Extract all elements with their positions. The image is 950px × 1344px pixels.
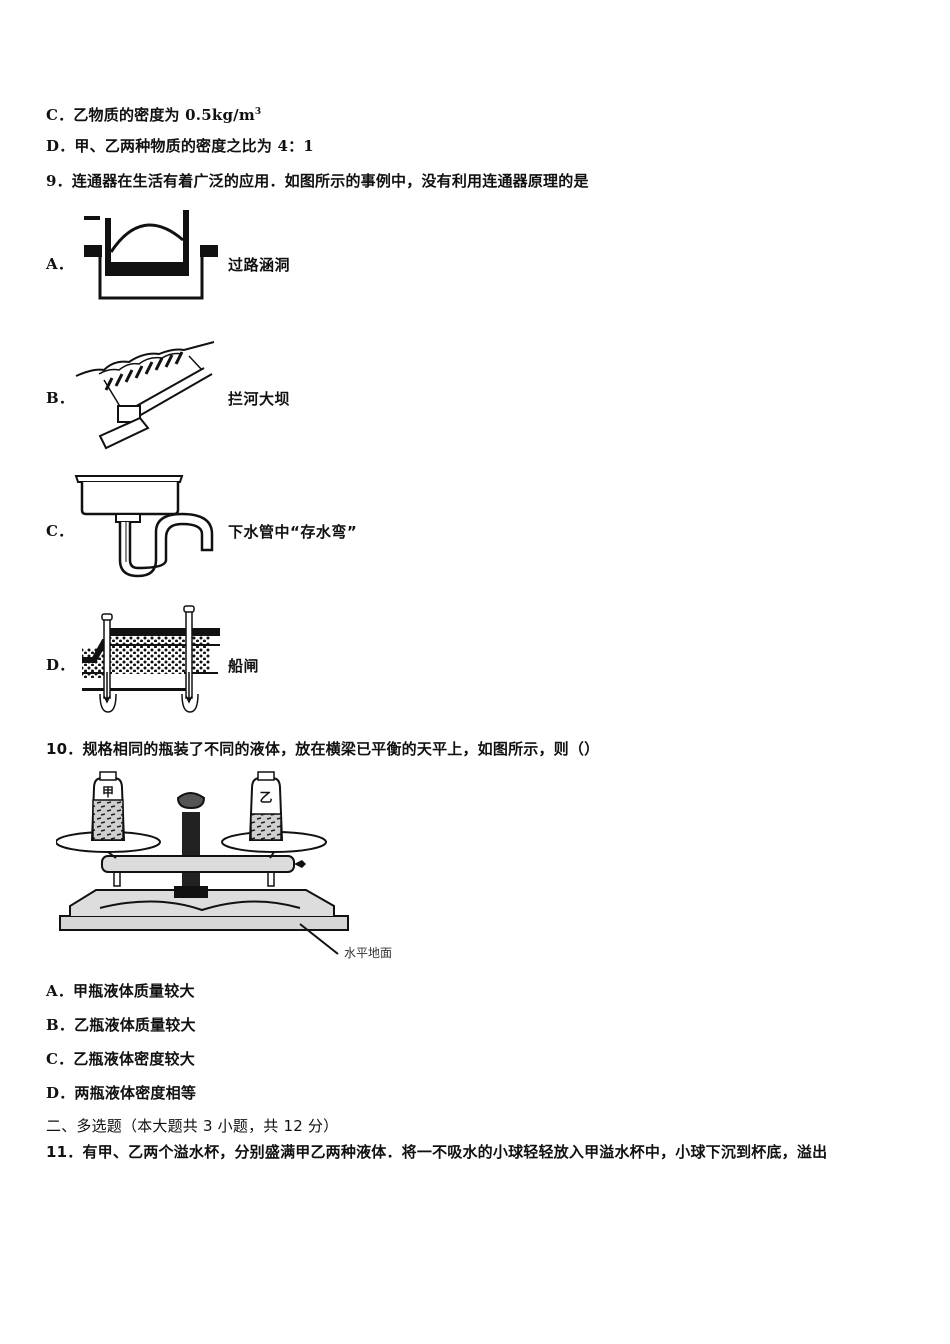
q8-option-c: C．乙物质的密度为 0.5kg/m3 xyxy=(46,102,261,125)
culvert-figure xyxy=(84,210,218,300)
bottle-label-yi: 乙 xyxy=(259,791,272,806)
q10-option-c: C．乙瓶液体密度较大 xyxy=(46,1049,195,1069)
q10-option-d: D．两瓶液体密度相等 xyxy=(46,1083,196,1103)
option-letter: B． xyxy=(46,1016,75,1034)
option-letter: C． xyxy=(46,1050,74,1068)
option-letter: C． xyxy=(46,106,74,124)
option-letter: A． xyxy=(46,982,74,1000)
balance-figure: 甲 乙 xyxy=(56,771,349,955)
option-letter: D． xyxy=(46,1084,75,1102)
q10-option-a: A．甲瓶液体质量较大 xyxy=(46,981,195,1001)
q9-option-a-letter: A． xyxy=(46,255,74,273)
option-text: 两瓶液体密度相等 xyxy=(74,1084,197,1102)
q10-option-b: B．乙瓶液体质量较大 xyxy=(46,1015,196,1035)
option-text: 乙物质的密度为 0.5kg/m xyxy=(73,106,255,124)
ground-caption: 水平地面 xyxy=(344,946,393,960)
option-text: 甲、乙两种物质的密度之比为 4：1 xyxy=(74,137,314,155)
q8-option-d: D．甲、乙两种物质的密度之比为 4：1 xyxy=(46,136,314,156)
option-text: 甲瓶液体质量较大 xyxy=(73,982,195,1000)
q9-option-b-label: 拦河大坝 xyxy=(228,390,291,408)
option-text: 乙瓶液体质量较大 xyxy=(74,1016,196,1034)
q9-option-a-label: 过路涵洞 xyxy=(228,256,291,274)
option-letter: D． xyxy=(46,137,75,155)
bottle-label-jia: 甲 xyxy=(102,785,114,799)
dam-figure xyxy=(75,341,215,450)
ship-lock-figure xyxy=(82,605,220,713)
q9-option-d-letter: D． xyxy=(46,656,75,674)
q9-stem: 9．连通器在生活有着广泛的应用．如图所示的事例中，没有利用连通器原理的是 xyxy=(46,172,589,190)
superscript: 3 xyxy=(254,107,262,117)
q9-option-d-label: 船闸 xyxy=(228,657,260,675)
q10-stem: 10．规格相同的瓶装了不同的液体，放在横梁已平衡的天平上，如图所示，则（） xyxy=(46,740,600,758)
option-text: 乙瓶液体密度较大 xyxy=(73,1050,195,1068)
q9-option-c-label: 下水管中“存水弯” xyxy=(228,523,358,541)
section-heading: 二、多选题（本大题共 3 小题，共 12 分） xyxy=(46,1117,339,1135)
q11-stem: 11．有甲、乙两个溢水杯，分别盛满甲乙两种液体．将一不吸水的小球轻轻放入甲溢水杯… xyxy=(46,1143,828,1161)
q9-option-c-letter: C． xyxy=(46,522,74,540)
q9-option-b-letter: B． xyxy=(46,389,75,407)
drain-trap-figure xyxy=(74,475,214,578)
